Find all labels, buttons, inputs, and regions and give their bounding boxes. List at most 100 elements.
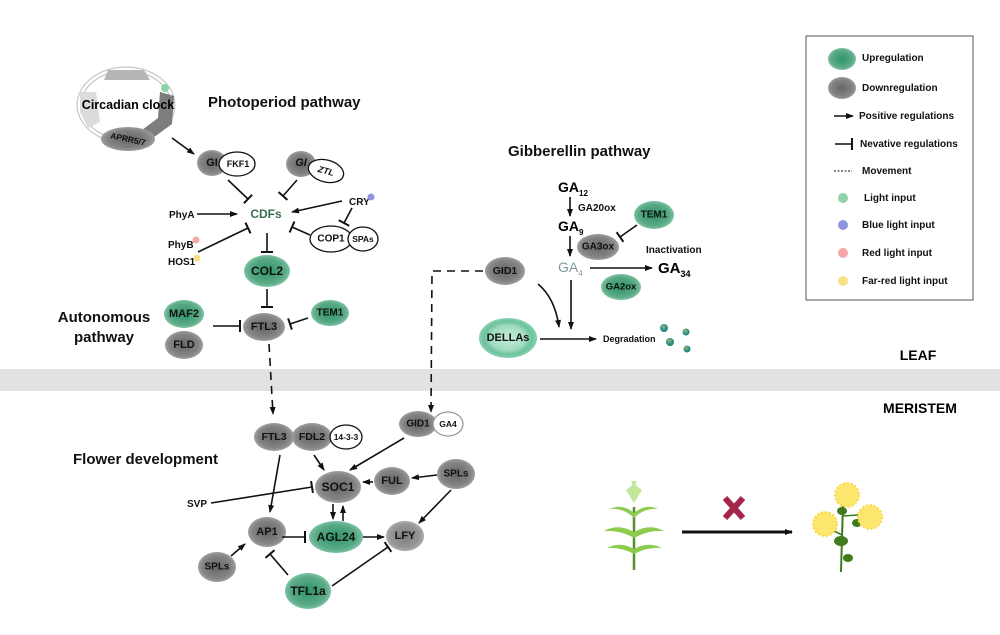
cry-label: CRY bbox=[349, 197, 370, 208]
edge-ftl3-to-ap1 bbox=[268, 454, 281, 513]
legend-far-red-light-dot bbox=[838, 276, 848, 286]
tem1-leaf-node bbox=[311, 300, 349, 326]
edge-gid1-ga4-to-soc1 bbox=[349, 437, 405, 471]
inactivation-label: Inactivation bbox=[646, 245, 702, 256]
ftl3-meristem-label: FTL3 bbox=[261, 431, 286, 443]
degraded-fragment bbox=[683, 345, 691, 353]
gid1-leaf-node bbox=[485, 257, 525, 285]
ftl3-leaf-node bbox=[243, 313, 285, 341]
flower-development-title: Flower development bbox=[73, 451, 218, 468]
edge-svp-inhibits-soc1 bbox=[210, 480, 314, 504]
maf2-label: MAF2 bbox=[169, 308, 199, 320]
lfy-node bbox=[386, 521, 424, 551]
legend-negative-label: Nevative regulations bbox=[860, 139, 958, 150]
edge-tem1-inhibits-ftl3 bbox=[287, 317, 309, 331]
cop1-label: COP1 bbox=[317, 234, 345, 245]
circadian-clock: Circadian clock APRR5/7 bbox=[76, 66, 176, 151]
blocked-cross-icon bbox=[722, 495, 746, 521]
ztl-node bbox=[307, 158, 345, 184]
14-3-3-node bbox=[329, 424, 363, 450]
autonomous-title-line2: pathway bbox=[74, 329, 135, 346]
legend-blue-light-label: Blue light input bbox=[862, 220, 935, 231]
edge-gid1-to-degradation bbox=[537, 283, 562, 328]
aprr57-node bbox=[101, 127, 155, 151]
leaf-label: LEAF bbox=[900, 347, 937, 363]
legend: Upregulation Downregulation Positive reg… bbox=[805, 35, 974, 301]
tfl1a-node bbox=[285, 573, 331, 609]
dellas-node bbox=[479, 318, 537, 358]
col2-label: COL2 bbox=[251, 264, 283, 278]
edge-spls-to-ap1 bbox=[230, 543, 246, 557]
maf2-node bbox=[164, 300, 204, 328]
fkf1-node bbox=[218, 151, 256, 177]
phya-label: PhyA bbox=[169, 210, 195, 221]
legend-upregulation-swatch bbox=[828, 48, 856, 70]
fld-label: FLD bbox=[173, 339, 194, 351]
legend-red-light-label: Red light input bbox=[862, 248, 933, 259]
tem1-ga-node bbox=[634, 201, 674, 229]
gid1-meristem-label: GID1 bbox=[406, 419, 430, 430]
edge-cop1-inhibits-cdfs bbox=[288, 221, 311, 236]
legend-light-label: Light input bbox=[864, 193, 916, 204]
clock-segment-left bbox=[80, 92, 100, 128]
edge-fdl2-to-soc1 bbox=[313, 454, 325, 471]
vegetative-plant-icon bbox=[604, 481, 664, 570]
ga9-label: GA9 bbox=[558, 218, 584, 237]
phyb-label: PhyB bbox=[168, 240, 194, 251]
edge-tfl1a-inhibits-ap1 bbox=[264, 549, 289, 576]
ful-label: FUL bbox=[381, 475, 403, 487]
ga2ox-label: GA2ox bbox=[606, 282, 637, 293]
col2-node bbox=[244, 255, 290, 287]
edge-cry-to-cdfs bbox=[291, 200, 343, 214]
ga12-label: GA12 bbox=[558, 179, 588, 198]
ztl-label: ZTL bbox=[316, 164, 335, 178]
movement-ftl3-to-meristem bbox=[268, 343, 276, 415]
soc1-label: SOC1 bbox=[322, 480, 355, 494]
ga4-meristem-node bbox=[432, 411, 464, 437]
legend-far-red-light-label: Far-red light input bbox=[862, 276, 948, 287]
edge-spls-to-lfy bbox=[418, 489, 452, 524]
light-input-dot bbox=[161, 84, 169, 92]
spas-node bbox=[347, 226, 379, 252]
legend-downregulation-label: Downregulation bbox=[862, 83, 938, 94]
fdl2-label: FDL2 bbox=[299, 431, 325, 443]
ga20ox-label: GA20ox bbox=[578, 203, 616, 214]
legend-positive-label: Positive regulations bbox=[859, 111, 954, 122]
leaf-meristem-boundary-band bbox=[0, 369, 1000, 391]
lfy-label: LFY bbox=[395, 530, 416, 542]
edge-phyb-hos1-inhibits-cdfs bbox=[197, 222, 252, 253]
spls-left-node bbox=[198, 552, 236, 582]
ga3ox-label: GA3ox bbox=[582, 242, 615, 253]
edge-cry-inhibits-cop1 bbox=[338, 207, 353, 227]
ftl3-meristem-node bbox=[254, 423, 294, 451]
ga3ox-node bbox=[577, 234, 619, 260]
edge-clock-to-gi bbox=[171, 137, 195, 155]
photoperiod-title: Photoperiod pathway bbox=[208, 94, 361, 111]
edge-tem1-inhibits-ga3ox bbox=[615, 224, 638, 243]
spas-label: SPAs bbox=[352, 234, 374, 244]
14-3-3-label: 14-3-3 bbox=[334, 432, 359, 442]
degradation-label: Degradation bbox=[603, 334, 656, 344]
edge-gi-fkf1-inhibits-cdfs bbox=[227, 179, 253, 205]
gi-label-1: GI bbox=[206, 157, 218, 169]
ga4-meristem-label: GA4 bbox=[439, 419, 457, 429]
gibberellin-title: Gibberellin pathway bbox=[508, 143, 651, 160]
edge-spls-to-ful bbox=[411, 474, 438, 481]
tem1-ga-label: TEM1 bbox=[641, 210, 668, 221]
edge-tfl1a-inhibits-lfy bbox=[331, 541, 393, 587]
fld-node bbox=[165, 331, 203, 359]
fdl2-node bbox=[292, 423, 332, 451]
svp-label: SVP bbox=[187, 499, 207, 510]
spls-right-node bbox=[437, 459, 475, 489]
edge-gi-ztl-inhibits-cdfs bbox=[277, 179, 298, 201]
fkf1-label: FKF1 bbox=[227, 159, 250, 169]
ap1-node bbox=[248, 517, 286, 547]
tem1-leaf-label: TEM1 bbox=[317, 308, 344, 319]
ful-node bbox=[374, 467, 410, 495]
autonomous-title-line1: Autonomous bbox=[58, 309, 150, 326]
agl24-label: AGL24 bbox=[317, 530, 356, 544]
legend-blue-light-dot bbox=[838, 220, 848, 230]
flowering-plant-icon bbox=[812, 482, 883, 573]
degraded-fragment bbox=[666, 338, 674, 346]
